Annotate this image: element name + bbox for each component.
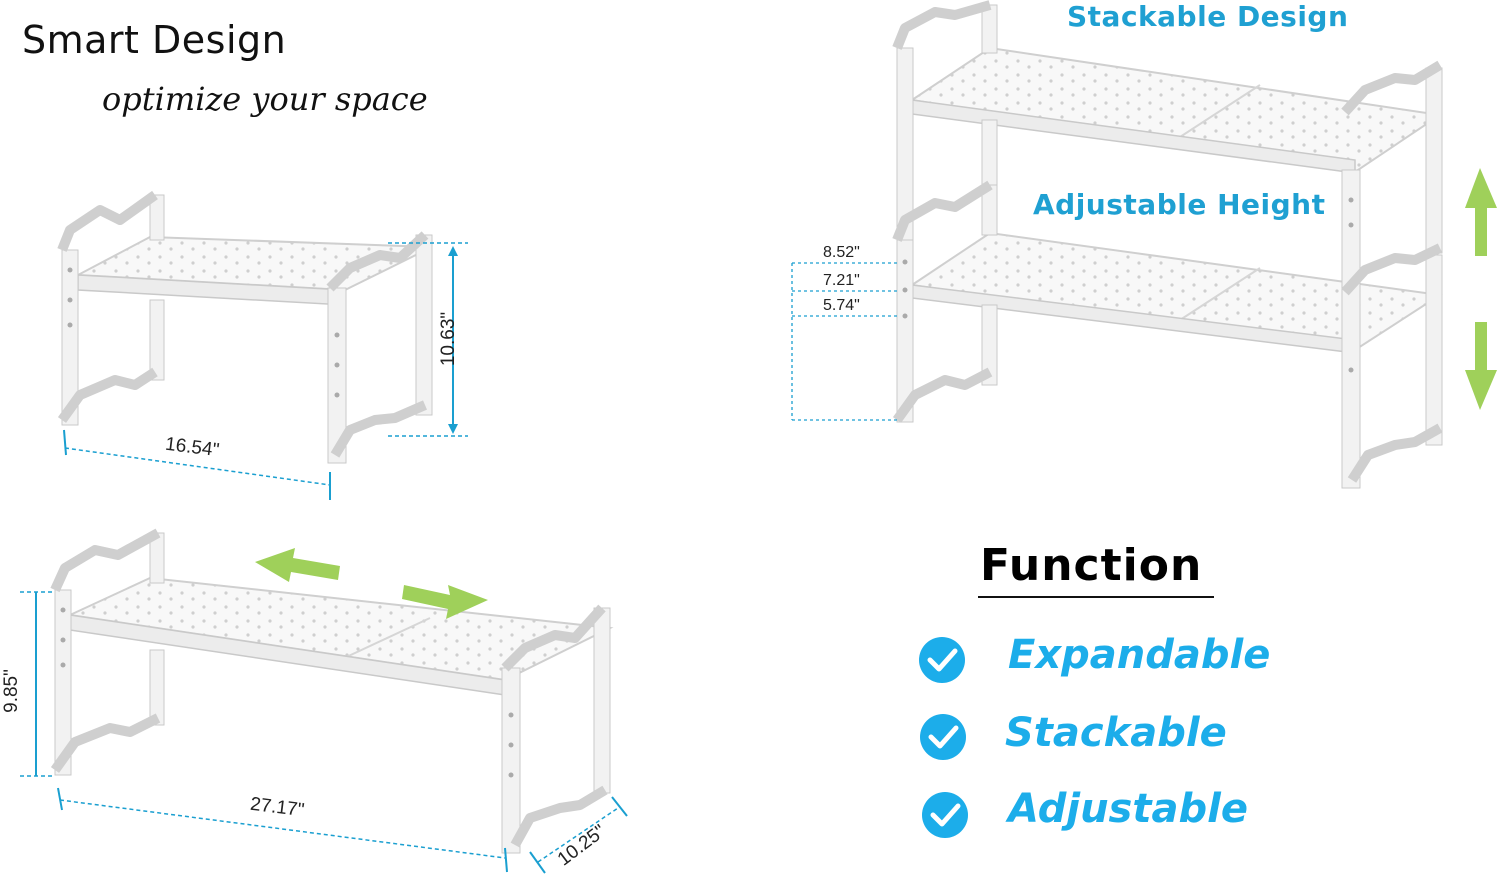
dimension-lines-adjustable <box>791 262 900 421</box>
single-height-label: 10.63" <box>438 311 460 367</box>
height-arrows <box>1465 168 1497 410</box>
arrow-up-icon <box>1465 168 1497 256</box>
dimension-lines-expanded <box>20 591 628 874</box>
page-subtitle: optimize your space <box>102 80 428 118</box>
page-title: Smart Design <box>22 18 287 62</box>
check-circle-icon <box>927 648 958 672</box>
expand-arrows <box>255 548 488 619</box>
function-underline <box>978 596 1214 598</box>
shelf-stacked-bottom <box>892 169 1443 489</box>
stackable-heading: Stackable Design <box>1067 0 1349 33</box>
height-option-2: 7.21" <box>823 272 860 289</box>
dimension-lines-single <box>63 242 468 500</box>
function-title: Function <box>980 540 1203 591</box>
shelf-expanded <box>50 528 614 854</box>
shelf-single <box>57 190 433 464</box>
feature-adjustable: Adjustable <box>1008 786 1248 832</box>
shelf-stacked-top <box>892 0 1443 254</box>
arrow-down-icon <box>1465 322 1497 410</box>
feature-stackable: Stackable <box>1005 710 1227 756</box>
check-circle-icon <box>928 725 959 749</box>
height-option-1: 8.52" <box>823 244 860 261</box>
feature-expandable: Expandable <box>1008 632 1271 678</box>
check-circle-icon <box>930 803 961 827</box>
check-circles <box>919 637 968 838</box>
height-option-3: 5.74" <box>823 297 860 314</box>
expanded-height-label: 9.85" <box>0 669 22 713</box>
adjustable-heading: Adjustable Height <box>1033 188 1326 221</box>
arrow-right-icon <box>402 585 488 619</box>
arrow-left-icon <box>255 548 340 582</box>
